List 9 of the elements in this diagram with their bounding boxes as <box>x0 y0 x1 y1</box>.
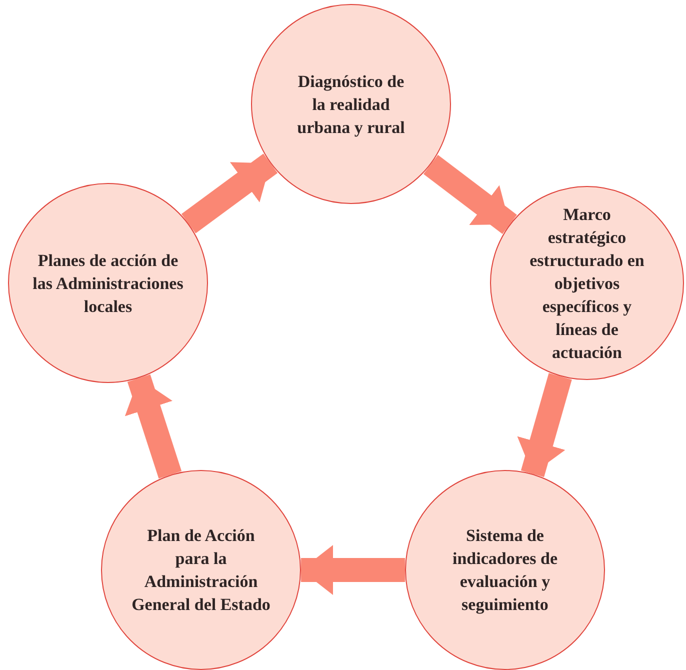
node-text: Plan de Acción para la Administración General del Estado <box>131 525 271 616</box>
block-arrow <box>423 154 517 234</box>
block-arrow <box>301 545 405 595</box>
node-text: Planes de acción de las Administraciones locales <box>32 250 184 318</box>
block-arrow <box>124 374 182 479</box>
node-text: Diagnóstico de la realidad urbana y rural <box>296 70 406 138</box>
block-arrow <box>517 372 572 478</box>
node-text: Marco estratégico estructurado en objetivos específicos y líneas de actuación <box>528 204 646 364</box>
node-text: Sistema de indicadores de evaluación y seguimiento <box>451 525 558 616</box>
